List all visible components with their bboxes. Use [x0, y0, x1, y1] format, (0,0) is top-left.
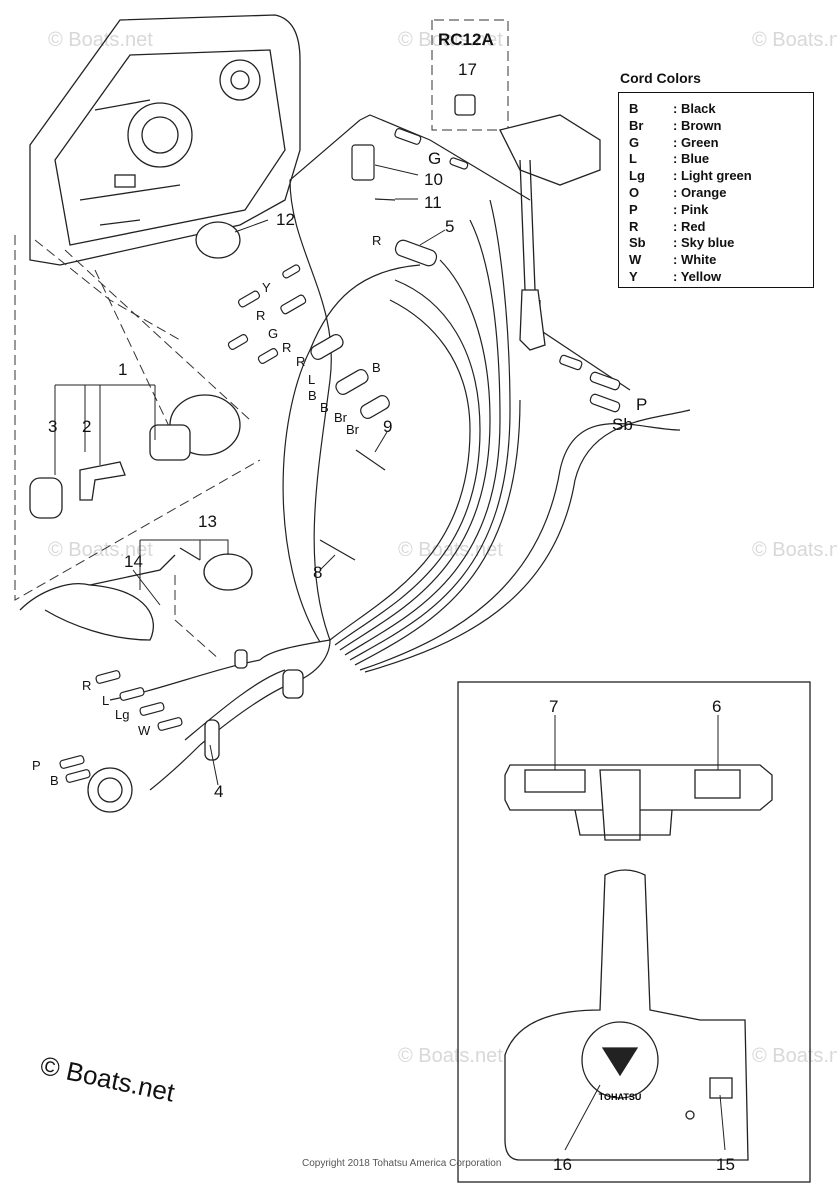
legend-row: B : Black	[629, 101, 803, 118]
legend-name: : Red	[673, 218, 706, 234]
callout-9: 9	[383, 417, 392, 436]
wire-label-y1: Y	[262, 280, 271, 295]
callout-numbers: 1 2 3 4 5 6 7 8 9 10 11 12 13 14 15 16 1…	[48, 60, 735, 1174]
callout-2: 2	[82, 417, 91, 436]
wire-label-br1: Br	[334, 410, 348, 425]
watermark-1: © Boats.net	[48, 29, 153, 51]
legend-name: : Blue	[673, 151, 710, 167]
watermark-7: © Boats.net	[398, 1045, 503, 1067]
copyright-footer: Copyright 2018 Tohatsu America Corporati…	[302, 1158, 502, 1169]
legend-code: G	[629, 134, 640, 150]
wire-label-r1: R	[372, 233, 381, 248]
wire-label-p-large: P	[636, 395, 647, 414]
wire-label-b1: B	[372, 360, 381, 375]
wire-label-br2: Br	[346, 422, 360, 437]
control-box-inset	[457, 681, 811, 1183]
wire-label-g2: G	[268, 326, 278, 341]
watermark-8: © Boats.net	[752, 1045, 837, 1067]
watermark-3: © Boats.net	[752, 29, 837, 51]
dashed-leaders	[14, 19, 509, 661]
legend-name: : Sky blue	[673, 235, 735, 251]
rc12a-label: RC12A	[438, 30, 494, 49]
callout-5: 5	[445, 217, 454, 236]
legend-row: Sb : Sky blue	[629, 235, 803, 252]
key-switch-drawing	[29, 394, 241, 519]
legend-name: : White	[673, 252, 717, 268]
watermarks: © Boats.net © Boats.net © Boats.net © Bo…	[48, 29, 837, 1067]
legend-row: P : Pink	[629, 202, 803, 219]
legend-code: R	[629, 218, 639, 234]
legend-code: L	[629, 151, 637, 167]
legend-code: Sb	[629, 235, 646, 251]
wire-label-b4: B	[50, 773, 59, 788]
watermark-2: © Boats.net	[398, 29, 503, 51]
callout-11: 11	[424, 193, 442, 212]
wire-label-p2: P	[32, 758, 41, 773]
legend-name: : Black	[673, 101, 716, 116]
legend-name: : Pink	[673, 201, 709, 217]
legend-name: : Green	[673, 134, 719, 150]
wire-label-r4: R	[296, 354, 305, 369]
legend-row: G : Green	[629, 135, 803, 152]
wire-label-r5: R	[82, 678, 91, 693]
legend-row: O : Orange	[629, 185, 803, 202]
legend-row: L : Blue	[629, 151, 803, 168]
callout-13: 13	[198, 512, 217, 531]
wire-label-b3: B	[320, 400, 329, 415]
wire-label-r2: R	[256, 308, 265, 323]
legend-code: Br	[629, 117, 644, 133]
callout-4: 4	[214, 782, 223, 801]
callout-leaders	[54, 164, 726, 1151]
rc12a-drawing	[454, 94, 601, 351]
legend-code: Y	[629, 268, 638, 284]
wire-label-w: W	[138, 723, 151, 738]
legend-code: B	[629, 101, 639, 116]
callout-7: 7	[549, 697, 558, 716]
callout-1: 1	[118, 360, 127, 379]
control-housing-drawing	[29, 14, 301, 266]
connectors	[59, 128, 621, 783]
callout-17: 17	[458, 60, 477, 79]
watermark-4: © Boats.net	[48, 539, 153, 561]
legend-code: Lg	[629, 168, 645, 184]
callout-14: 14	[124, 552, 143, 571]
legend-row: R : Red	[629, 219, 803, 236]
callout-15: 15	[716, 1155, 735, 1174]
main-plug-drawing	[87, 649, 304, 813]
legend-row: W : White	[629, 252, 803, 269]
legend-row: Br : Brown	[629, 118, 803, 135]
cord-colors-legend: B : Black Br : Brown G : Green L : Blue Lg : …	[618, 92, 814, 288]
callout-8: 8	[313, 563, 322, 582]
legend-row: Lg : Light green	[629, 168, 803, 185]
wire-label-l1: L	[308, 372, 315, 387]
watermark-5: © Boats.net	[398, 539, 503, 561]
small-parts	[319, 144, 396, 561]
legend-code: W	[629, 252, 642, 268]
callout-12: 12	[276, 210, 295, 229]
legend-name: : Orange	[673, 184, 727, 200]
legend-name: : Yellow	[673, 268, 722, 284]
cover-12-drawing	[195, 221, 241, 259]
legend-code: O	[629, 184, 640, 200]
legend-name: : Light green	[673, 168, 752, 184]
watermark-6: © Boats.net	[752, 539, 837, 561]
wire-label-lg: Lg	[115, 707, 129, 722]
wire-label-b2: B	[308, 388, 317, 403]
wire-labels: G P Sb R Y R G R R L B B B Br Br R L Lg …	[32, 149, 647, 788]
wire-label-l2: L	[102, 693, 109, 708]
legend-code: P	[629, 201, 638, 217]
callout-10: 10	[424, 170, 443, 189]
callout-16: 16	[553, 1155, 572, 1174]
wire-label-sb-large: Sb	[612, 415, 633, 434]
wire-label-r3: R	[282, 340, 291, 355]
callout-6: 6	[712, 697, 721, 716]
callout-3: 3	[48, 417, 57, 436]
cord-colors-title: Cord Colors	[620, 70, 701, 86]
legend-name: : Brown	[673, 117, 722, 133]
tohatsu-logo-text: TOHATSU	[599, 1092, 642, 1102]
wire-label-g-large: G	[428, 149, 441, 168]
legend-row: Y : Yellow	[629, 269, 803, 286]
